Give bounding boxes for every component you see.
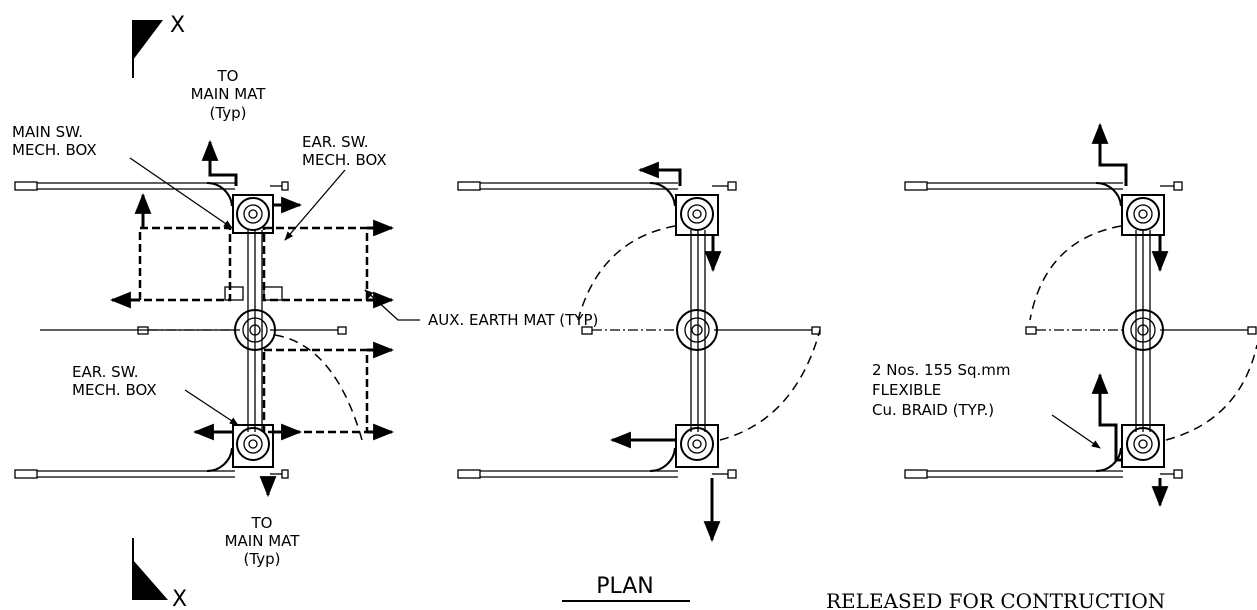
switch-unit-left xyxy=(14,139,395,498)
plan-title: PLAN xyxy=(562,574,690,602)
switch-unit-middle xyxy=(457,161,821,543)
switch-unit-right xyxy=(904,122,1257,508)
label-aux-earth-mat: AUX. EARTH MAT (TYP) xyxy=(364,289,598,329)
label-ear-sw-mech-box-bottom: EAR. SW. MECH. BOX xyxy=(72,363,239,426)
label-main-sw-mech-box: MAIN SW. MECH. BOX xyxy=(12,123,233,229)
label-to-main-mat-bottom: TO MAIN MAT (Typ) xyxy=(225,514,301,568)
svg-text:MAIN MAT: MAIN MAT xyxy=(225,532,301,550)
svg-text:AUX. EARTH MAT (TYP): AUX. EARTH MAT (TYP) xyxy=(428,311,598,329)
svg-text:MAIN MAT: MAIN MAT xyxy=(191,85,267,103)
svg-text:EAR. SW.: EAR. SW. xyxy=(72,363,139,381)
svg-text:TO: TO xyxy=(251,514,273,532)
section-marker-top: X xyxy=(132,13,185,78)
svg-text:(Typ): (Typ) xyxy=(210,104,247,122)
label-ear-sw-mech-box-top: EAR. SW. MECH. BOX xyxy=(284,133,387,241)
svg-text:MECH. BOX: MECH. BOX xyxy=(72,381,157,399)
svg-text:MECH. BOX: MECH. BOX xyxy=(12,141,97,159)
section-label-bottom: X xyxy=(172,587,187,610)
svg-text:EAR. SW.: EAR. SW. xyxy=(302,133,369,151)
svg-text:MAIN SW.: MAIN SW. xyxy=(12,123,83,141)
svg-text:(Typ): (Typ) xyxy=(244,550,281,568)
label-braid: 2 Nos. 155 Sq.mm FLEXIBLE Cu. BRAID (TYP… xyxy=(872,361,1101,449)
section-marker-bottom: X xyxy=(132,538,187,610)
svg-text:PLAN: PLAN xyxy=(596,574,654,599)
svg-text:FLEXIBLE: FLEXIBLE xyxy=(872,381,941,399)
svg-text:2 Nos. 155 Sq.mm: 2 Nos. 155 Sq.mm xyxy=(872,361,1011,379)
svg-text:TO: TO xyxy=(217,67,239,85)
label-to-main-mat-top: TO MAIN MAT (Typ) xyxy=(191,67,267,122)
section-label-top: X xyxy=(170,13,185,38)
svg-text:MECH. BOX: MECH. BOX xyxy=(302,151,387,169)
svg-text:Cu. BRAID (TYP.): Cu. BRAID (TYP.) xyxy=(872,401,994,419)
release-stamp: RELEASED FOR CONTRUCTION xyxy=(826,589,1165,610)
